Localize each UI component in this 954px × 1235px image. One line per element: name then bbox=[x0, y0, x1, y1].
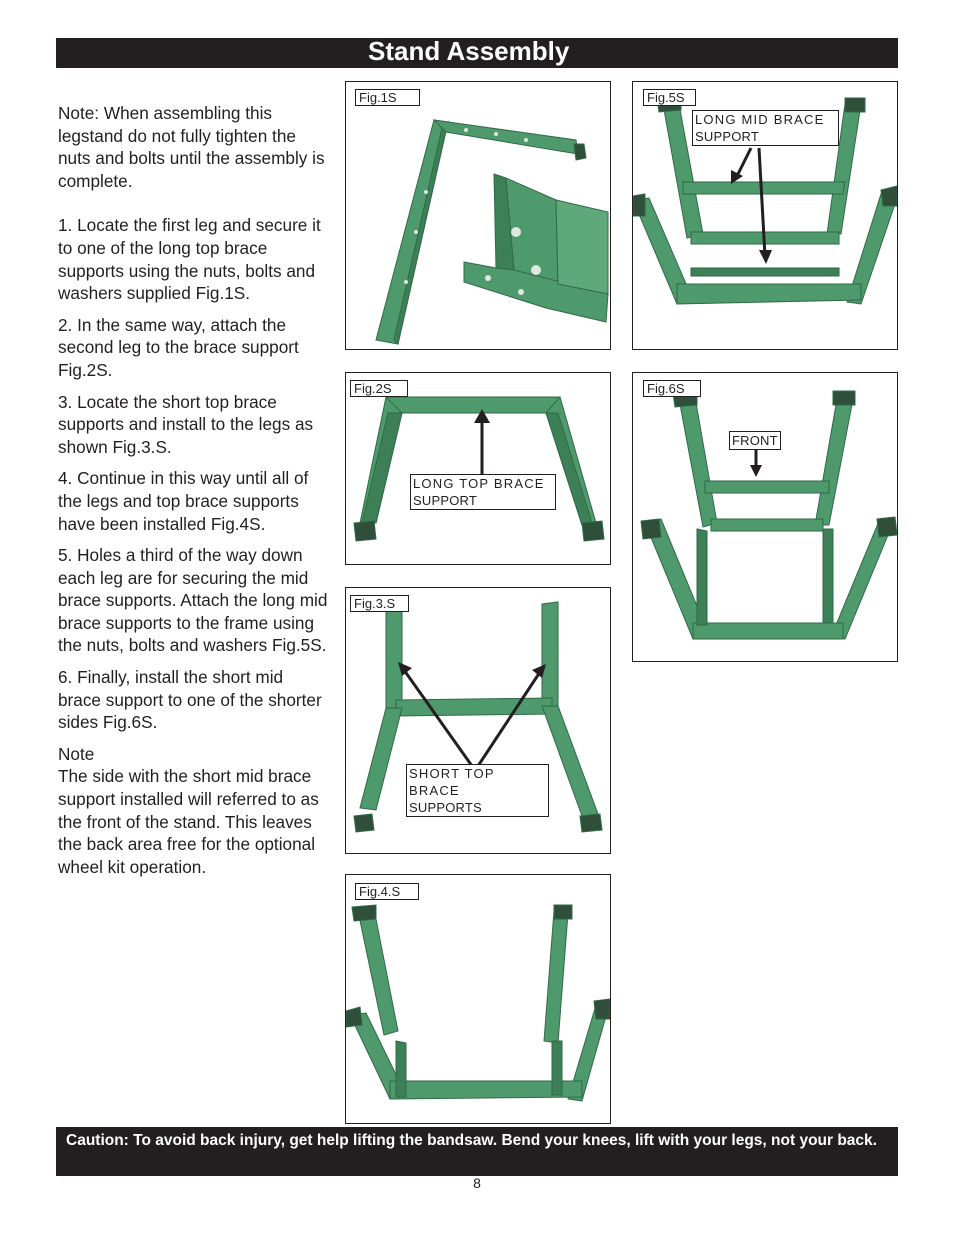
fig-6s-label: Fig.6S bbox=[643, 380, 701, 397]
step-6: 6. Finally, install the short mid brace … bbox=[58, 667, 322, 733]
step-1: 1. Locate the first leg and secure it to… bbox=[58, 215, 321, 304]
figure-3s: Fig.3.S SHORT TOP BRACE SUPPORTS bbox=[345, 587, 611, 854]
front-callout-text: FRONT bbox=[732, 433, 778, 448]
caution-banner: Caution: To avoid back injury, get help … bbox=[56, 1127, 898, 1176]
figure-5s: Fig.5S LONG MID BRACE SUPPORT bbox=[632, 81, 898, 350]
long-mid-brace-illustration bbox=[633, 95, 897, 305]
fig-5s-label: Fig.5S bbox=[643, 89, 696, 106]
short-top-brace-callout-line1: SHORT TOP BRACE bbox=[409, 766, 495, 798]
step-5: 5. Holes a third of the way down each le… bbox=[58, 545, 328, 656]
step-2: 2. In the same way, attach the second le… bbox=[58, 314, 299, 380]
figure-6s: Fig.6S FRONT bbox=[632, 372, 898, 662]
leg-and-brace-illustration bbox=[375, 119, 609, 345]
figure-4s: Fig.4.S bbox=[345, 874, 611, 1124]
fig-1s-label: Fig.1S bbox=[355, 89, 420, 106]
caution-text: Caution: To avoid back injury, get help … bbox=[66, 1132, 877, 1149]
final-note-heading: Note bbox=[58, 743, 95, 764]
two-legs-long-brace-illustration bbox=[353, 395, 605, 542]
long-mid-brace-callout-line2: SUPPORT bbox=[695, 129, 760, 144]
long-top-brace-callout-line2: SUPPORT bbox=[413, 493, 478, 508]
step-3: 3. Locate the short top brace supports a… bbox=[58, 391, 314, 457]
page-title: Stand Assembly bbox=[368, 36, 570, 66]
step-4: 4. Continue in this way until all of the… bbox=[58, 468, 309, 534]
fig-3s-label: Fig.3.S bbox=[350, 595, 409, 612]
instructions-column: Note: When assembling this legstand do n… bbox=[58, 102, 328, 887]
assembly-note: Note: When assembling this legstand do n… bbox=[58, 103, 325, 191]
figure-1s: Fig.1S bbox=[345, 81, 611, 350]
fig-2s-label: Fig.2S bbox=[350, 380, 408, 397]
short-top-brace-callout: SHORT TOP BRACE SUPPORTS bbox=[406, 764, 549, 817]
long-top-brace-callout: LONG TOP BRACE SUPPORT bbox=[410, 474, 556, 510]
long-mid-brace-callout: LONG MID BRACE SUPPORT bbox=[692, 110, 839, 146]
long-mid-brace-callout-line1: LONG MID BRACE bbox=[695, 112, 825, 127]
final-note-body: The side with the short mid brace suppor… bbox=[58, 766, 319, 877]
figure-2s: Fig.2S LONG TOP BRACE SUPPORT bbox=[345, 372, 611, 565]
short-top-brace-illustration bbox=[353, 601, 603, 833]
fig-4s-label: Fig.4.S bbox=[355, 883, 419, 900]
front-callout: FRONT bbox=[729, 431, 781, 450]
title-bar: Stand Assembly bbox=[56, 36, 898, 68]
long-top-brace-callout-line1: LONG TOP BRACE bbox=[413, 476, 545, 491]
short-top-brace-callout-line2: SUPPORTS bbox=[409, 800, 482, 815]
page-number: 8 bbox=[473, 1175, 481, 1191]
four-legs-top-frame-illustration bbox=[346, 904, 610, 1102]
short-mid-brace-front-illustration bbox=[640, 390, 897, 640]
